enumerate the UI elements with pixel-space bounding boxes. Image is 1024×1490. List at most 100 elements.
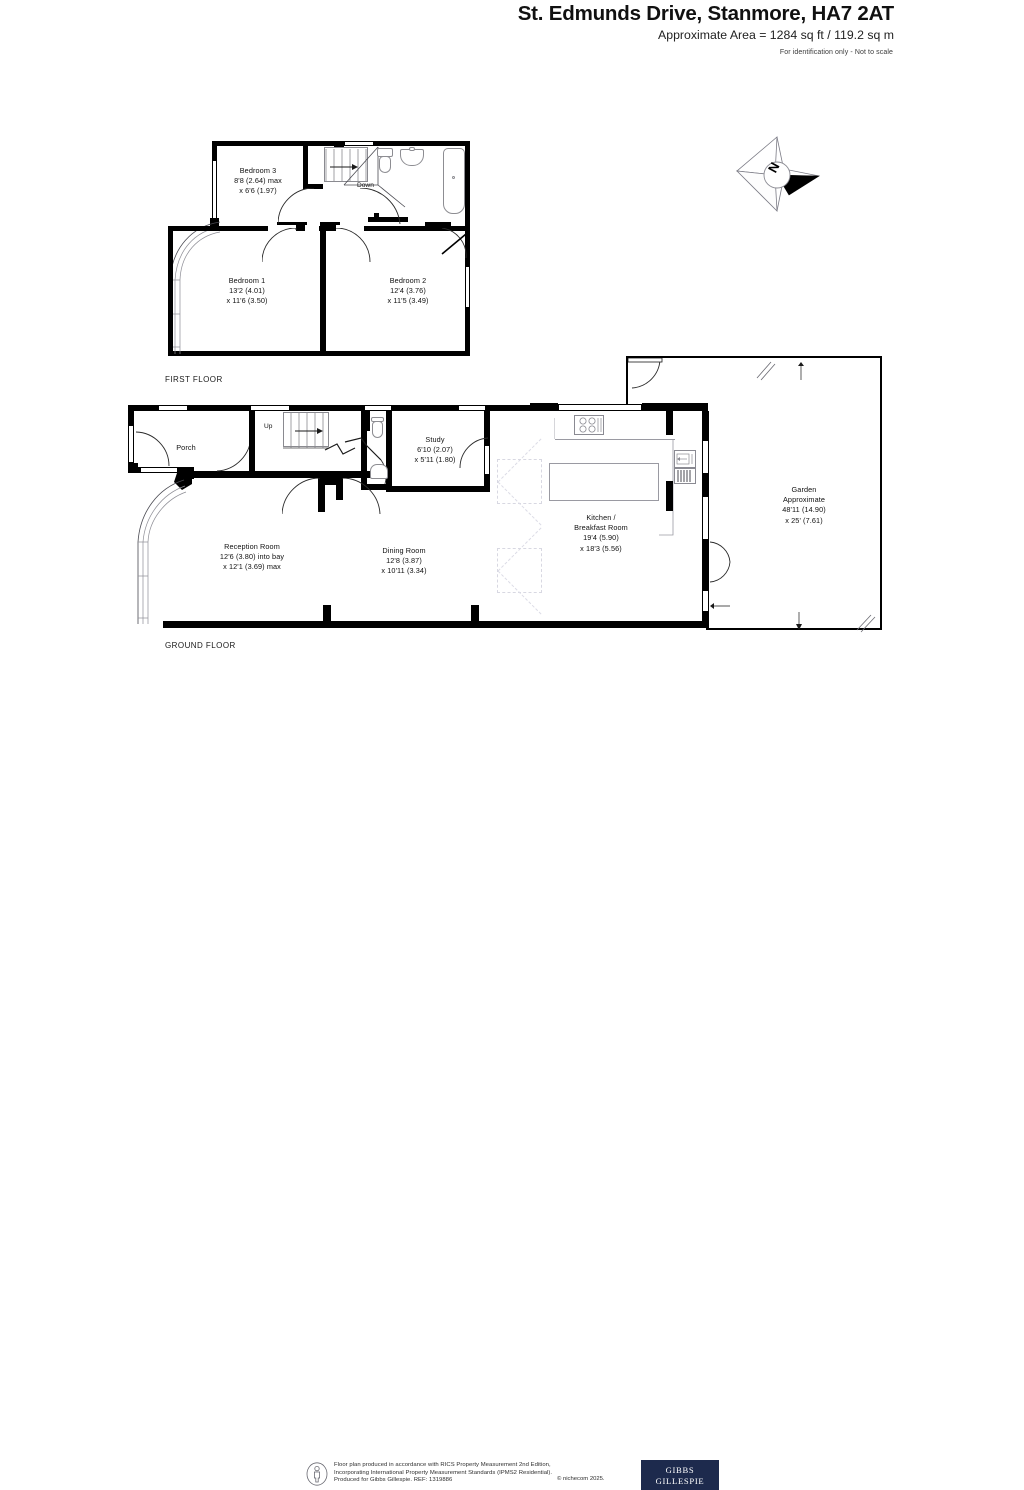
room-dimension-1: 12'4 (3.76) xyxy=(390,286,426,296)
bathtub-icon xyxy=(443,148,465,214)
wall-segment xyxy=(290,405,364,411)
room-dimension-2: x 12'1 (3.69) max xyxy=(223,562,281,572)
tap-icon xyxy=(409,147,415,151)
footer: Floor plan produced in accordance with R… xyxy=(0,726,1024,1490)
wall-segment xyxy=(277,222,307,227)
door-swing xyxy=(459,437,489,469)
sink-icon xyxy=(400,149,424,166)
wall-segment xyxy=(128,405,134,425)
logo-line-2: GILLESPIE xyxy=(655,1476,705,1486)
room-name: Bedroom 2 xyxy=(389,276,427,285)
wall-segment xyxy=(188,405,250,411)
door-swing xyxy=(342,478,381,515)
door-swing xyxy=(216,435,252,472)
counter-top xyxy=(555,412,675,440)
wall-segment xyxy=(702,540,709,556)
wall-segment xyxy=(374,213,379,222)
door-swing xyxy=(628,358,663,389)
wall-segment xyxy=(303,141,308,188)
room-dimension-1: 8'8 (2.64) max xyxy=(234,176,282,186)
door-swing xyxy=(282,478,320,515)
room-dimension-1: 19'4 (5.90) xyxy=(583,533,619,543)
room-dimension-2: x 10'11 (3.34) xyxy=(381,566,427,576)
rooflight-marker xyxy=(497,459,542,504)
room-dimension-2: x 5'11 (1.80) xyxy=(414,455,456,465)
door-swing xyxy=(709,541,731,583)
wall-segment xyxy=(666,481,673,511)
wall-segment xyxy=(486,405,530,411)
wall-segment xyxy=(479,621,709,628)
wall-segment xyxy=(128,463,138,473)
wall-segment xyxy=(168,351,470,356)
room-dimension-2: x 18'3 (5.56) xyxy=(580,543,622,553)
room-name-2: Breakfast Room xyxy=(574,523,628,533)
garden-boundary xyxy=(626,356,882,358)
wall-segment xyxy=(326,226,465,231)
wall-segment xyxy=(361,484,391,490)
wall-segment xyxy=(364,411,370,431)
door-opening xyxy=(268,225,296,232)
window xyxy=(344,141,374,146)
wall-segment xyxy=(465,216,470,226)
wall-segment xyxy=(323,605,331,628)
wall-segment xyxy=(331,621,471,628)
wall-segment xyxy=(465,308,470,356)
wall-segment xyxy=(168,226,173,356)
wall-segment xyxy=(128,405,158,411)
window xyxy=(364,405,392,411)
wall-segment xyxy=(530,403,558,411)
wall-segment xyxy=(465,226,470,266)
wall-segment xyxy=(642,403,666,411)
room-dimension-1: 12'8 (3.87) xyxy=(386,556,422,566)
wall-segment xyxy=(374,141,470,146)
wall-segment xyxy=(325,478,343,485)
wall-segment xyxy=(212,141,217,160)
wall-segment xyxy=(361,448,367,488)
wall-segment xyxy=(702,612,709,628)
staircase xyxy=(324,147,368,182)
wall-segment xyxy=(386,411,392,491)
staircase-detail xyxy=(325,146,406,208)
room-name: Study xyxy=(425,435,445,444)
wall-segment xyxy=(320,222,340,227)
room-label-kitchen-breakfast-room: Kitchen / Breakfast Room 19'4 (5.90) x 1… xyxy=(548,513,654,554)
window xyxy=(484,445,490,475)
room-name: Bedroom 3 xyxy=(239,166,277,175)
hob-icon xyxy=(574,415,604,435)
garden-gate-icon xyxy=(756,361,776,381)
garden-boundary xyxy=(880,356,882,630)
stair-direction-label: Down xyxy=(357,182,374,189)
appliance-detail-icon xyxy=(677,470,691,482)
wall-segment xyxy=(702,576,709,590)
wall-segment xyxy=(425,222,451,227)
window xyxy=(702,496,709,540)
door-swing xyxy=(136,431,170,467)
room-label-dining-room: Dining Room 12'8 (3.87) x 10'11 (3.34) xyxy=(352,546,456,577)
wall-segment xyxy=(163,621,323,628)
staircase-detail xyxy=(283,413,387,485)
wall-segment xyxy=(334,141,344,147)
footer-line-2: Incorporating International Property Mea… xyxy=(334,1469,553,1476)
wall-segment xyxy=(368,217,408,222)
door-swing xyxy=(360,188,401,225)
door-swing xyxy=(262,228,297,263)
copyright-text: © nichecom 2025. xyxy=(557,1476,605,1482)
room-name: Kitchen / xyxy=(586,513,616,522)
room-name: Garden xyxy=(791,485,817,494)
wall-segment xyxy=(386,486,490,492)
room-dimension-1: 48'11 (14.90) xyxy=(782,505,826,515)
wall-segment xyxy=(303,184,323,189)
window xyxy=(702,440,709,474)
hob-burners-icon xyxy=(579,417,602,433)
window xyxy=(128,425,134,463)
room-name-2: Approximate xyxy=(782,495,826,505)
oven-detail-icon xyxy=(676,453,693,465)
disclaimer-text: For identification only - Not to scale xyxy=(779,49,893,56)
footer-line-1: Floor plan produced in accordance with R… xyxy=(334,1462,551,1468)
window xyxy=(558,404,642,411)
logo-line-1: GIBBS xyxy=(665,1465,695,1475)
wall-segment xyxy=(318,478,325,512)
room-label-bedroom-3: Bedroom 3 8'8 (2.64) max x 6'6 (1.97) xyxy=(203,166,313,197)
wall-segment xyxy=(255,471,391,478)
room-name: Reception Room xyxy=(224,542,280,551)
